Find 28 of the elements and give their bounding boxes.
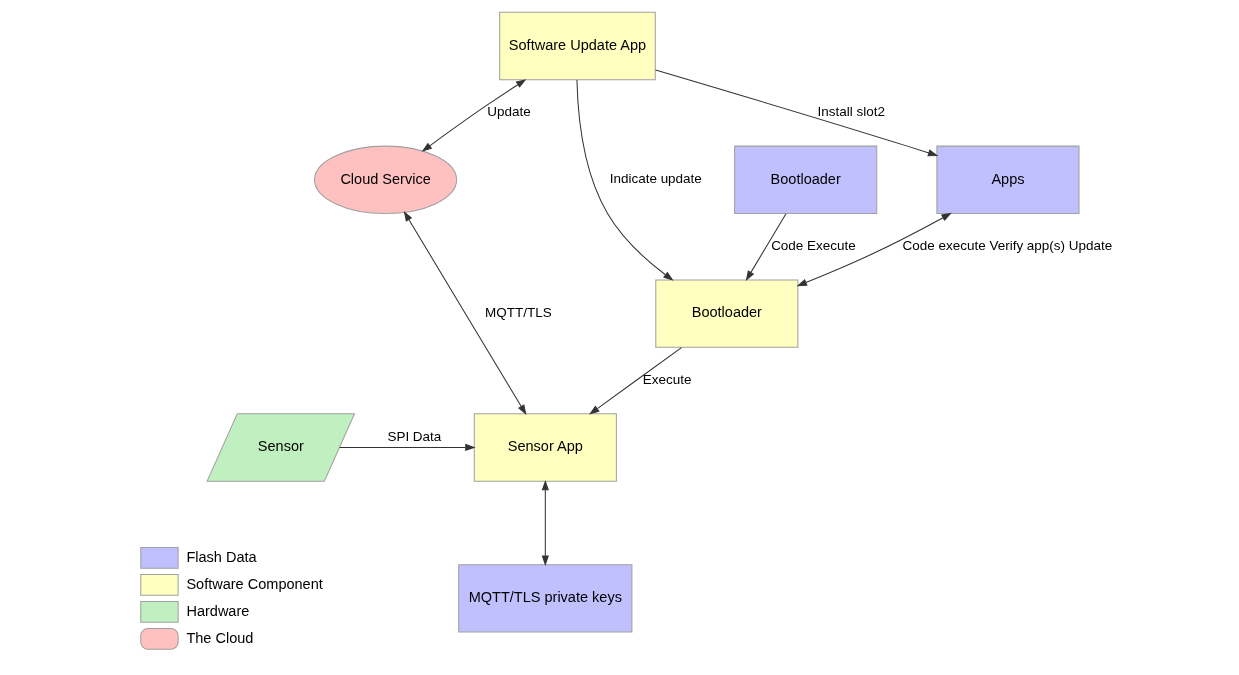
edge-label: Execute [642,372,692,388]
arrow [654,69,938,157]
node-box: MQTT/TLS private keys [457,564,632,633]
legend-label: The Cloud [185,629,253,646]
node-box: Apps [935,145,1079,215]
arrow [421,79,526,152]
node-box: Sensor App [473,413,617,482]
edge-label: Code Execute [770,238,856,254]
node-ellipse: Cloud Service [313,145,457,215]
node-box: Bootloader [733,145,877,215]
arrow [575,79,674,281]
legend-label: Hardware [185,602,249,619]
edge-label: SPI Data [386,428,441,444]
edge-label: Update [486,104,531,120]
legend-label: Software Component [185,575,323,592]
arrow [745,213,786,281]
node-box: Software Update App [498,11,656,81]
edge-label: Code execute Verify app(s) Update [902,238,1112,254]
node-box: Bootloader [654,279,798,348]
arrow [541,479,549,566]
edge-label: Install slot2 [817,104,885,120]
arrow [588,347,682,415]
legend-label: Flash Data [185,548,257,565]
edge-label: Indicate update [609,171,702,187]
edge-label: MQTT/TLS [484,305,552,321]
arrow [796,212,952,287]
arrow [338,443,476,452]
arrow [403,211,526,416]
